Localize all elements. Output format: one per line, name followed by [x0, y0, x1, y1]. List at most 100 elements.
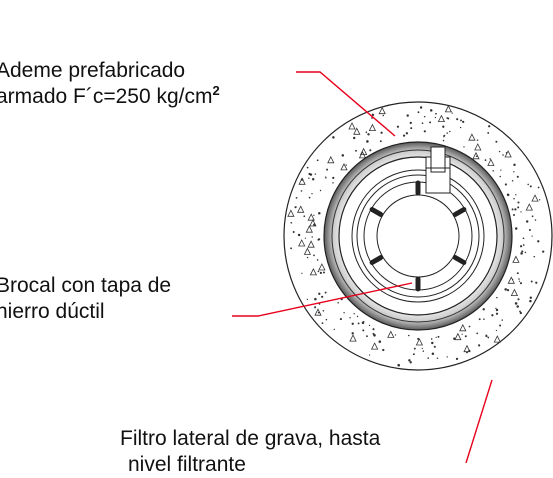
gravel-dot	[303, 215, 306, 218]
gravel-dot	[292, 231, 295, 233]
gravel-dot	[475, 155, 478, 158]
gravel-dot	[517, 298, 520, 301]
gravel-dot	[514, 227, 518, 230]
ademe-label-line2: armado F´c=250 kg/cm2	[0, 84, 220, 110]
gravel-dot	[495, 140, 498, 143]
gravel-dot	[437, 335, 440, 338]
gravel-dot	[365, 131, 368, 133]
ademe-label-superscript: 2	[212, 83, 220, 98]
gravel-dot	[311, 177, 315, 181]
gravel-dot	[294, 206, 297, 209]
gravel-dot	[515, 194, 517, 196]
rim-inner	[356, 174, 480, 298]
gravel-dot	[321, 322, 324, 324]
gravel-dot	[446, 117, 449, 119]
gravel-stone	[512, 255, 520, 263]
cover-spoke	[369, 255, 384, 265]
gravel-stone	[340, 163, 348, 171]
gravel-dot	[530, 280, 533, 283]
ademe-label: Ademe prefabricado armado F´c=250 kg/cm2	[0, 58, 220, 110]
gravel-dot	[436, 357, 439, 359]
gravel-dot	[460, 119, 462, 122]
gravel-dot	[478, 318, 481, 321]
gravel-dot	[417, 111, 420, 114]
gravel-dot	[394, 334, 397, 336]
gravel-dot	[466, 351, 468, 354]
gravel-dot	[304, 237, 307, 239]
gravel-dot	[483, 318, 485, 320]
gravel-dot	[529, 299, 532, 303]
gravel-dot	[333, 328, 335, 331]
gravel-dot	[308, 172, 311, 176]
gravel-dot	[478, 344, 481, 347]
gravel-dot	[435, 336, 437, 339]
gravel-dot	[513, 163, 516, 167]
gravel-dot	[521, 250, 524, 253]
gravel-dot	[489, 158, 491, 160]
gravel-dot	[323, 271, 325, 274]
ademe-label-line2-text: armado F´c=250 kg/cm	[0, 85, 213, 108]
gravel-dot	[495, 308, 499, 312]
gravel-dot	[419, 106, 423, 109]
gravel-stone	[437, 114, 446, 122]
gravel-dot	[409, 361, 412, 364]
gravel-dot	[511, 180, 514, 182]
gravel-dot	[337, 302, 339, 304]
gravel-stone	[309, 268, 318, 276]
gravel-stone	[297, 205, 305, 213]
gravel-dot	[402, 134, 406, 137]
gravel-dot	[484, 159, 487, 161]
gravel-dot	[301, 272, 303, 274]
gravel-stone	[318, 263, 326, 271]
gravel-dot	[491, 314, 494, 317]
gravel-dot	[417, 337, 420, 340]
brocal-label-line1: Brocal con tapa de	[0, 274, 172, 297]
gravel-dot	[531, 235, 533, 237]
gravel-dot	[487, 336, 490, 339]
gravel-dot	[356, 315, 359, 318]
gravel-dot	[369, 354, 371, 356]
gravel-dot	[500, 169, 502, 171]
gravel-stone	[487, 158, 495, 166]
gravel-dot	[451, 112, 453, 114]
gravel-dot	[314, 297, 317, 301]
gravel-dot	[319, 271, 323, 275]
gravel-dot	[514, 302, 518, 305]
gravel-dot	[306, 298, 309, 301]
gravel-stone	[305, 225, 313, 233]
gravel-dot	[433, 345, 436, 348]
gravel-dot	[313, 223, 316, 226]
gravel-dot	[371, 113, 375, 117]
gravel-dot	[505, 152, 508, 154]
gravel-dot	[516, 305, 519, 308]
gravel-dot	[316, 259, 319, 261]
cover-spoke	[452, 207, 467, 217]
gravel-dot	[332, 182, 334, 184]
gravel-dot	[446, 356, 448, 358]
gravel-dot	[506, 288, 510, 292]
cover-spoke	[369, 207, 384, 217]
filtro-label: Filtro lateral de grava, hasta nivel fil…	[120, 426, 380, 478]
gravel-dot	[345, 164, 347, 166]
gravel-dot	[517, 206, 520, 209]
gravel-dot	[410, 127, 413, 130]
gravel-dot	[517, 201, 520, 204]
filtro-leader	[465, 379, 493, 463]
gravel-dot	[531, 215, 534, 218]
gravel-stone	[307, 213, 315, 221]
gravel-dot	[313, 254, 315, 257]
gravel-dot	[311, 236, 313, 238]
gravel-dot	[513, 197, 515, 200]
gravel-dot	[488, 125, 491, 128]
gravel-dot	[422, 350, 425, 352]
gravel-dot	[318, 303, 321, 305]
gravel-stone	[387, 330, 395, 338]
gravel-dot	[511, 208, 514, 211]
gravel-dot	[499, 324, 502, 327]
gravel-dot	[367, 133, 370, 136]
gravel-dot	[413, 347, 416, 350]
gravel-dot	[516, 175, 519, 178]
gravel-dot	[357, 322, 360, 325]
gravel-dot	[412, 353, 415, 356]
gravel-dot	[534, 219, 537, 221]
